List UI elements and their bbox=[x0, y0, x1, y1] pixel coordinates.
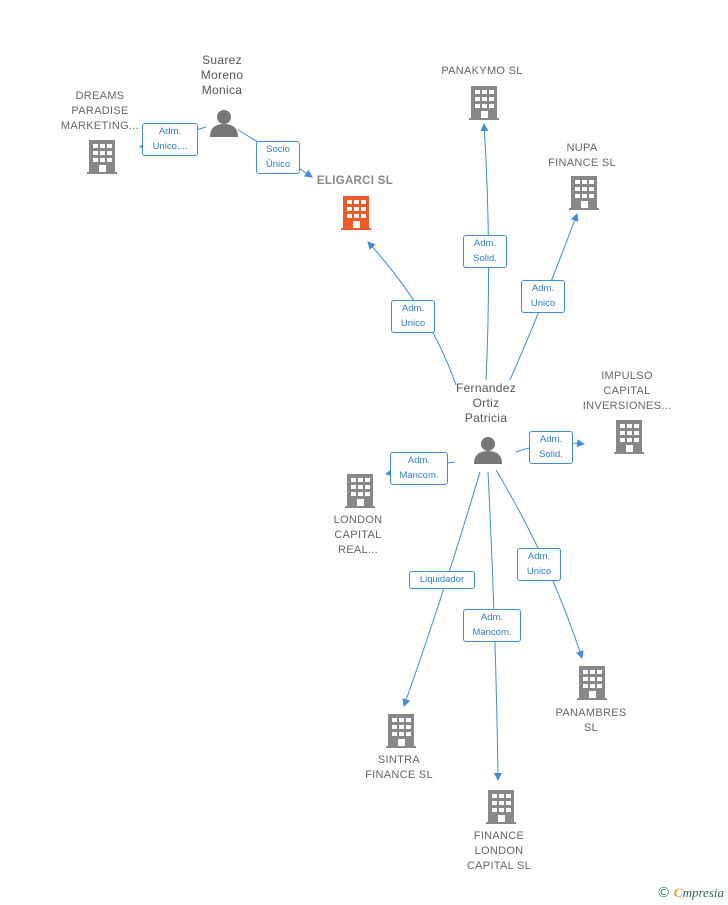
node-label-nupa[interactable]: NUPA FINANCE SL bbox=[548, 142, 616, 169]
edge-fernandez-sintra bbox=[402, 471, 481, 707]
edge-label-fernandez-panakymo: Adm. Solid. bbox=[463, 235, 507, 268]
building-icon-nupa[interactable] bbox=[569, 176, 599, 210]
edge-label-fernandez-sintra: Liquidador bbox=[409, 571, 475, 589]
node-label-eligarci[interactable]: ELIGARCI SL bbox=[316, 175, 394, 187]
brand-logo-text: mpresia bbox=[682, 885, 724, 900]
node-label-suarez[interactable]: Suarez Moreno Monica bbox=[200, 53, 244, 97]
person-icon-fernandez[interactable] bbox=[474, 437, 502, 464]
edge-label-fernandez-panambres: Adm. Unico bbox=[517, 548, 561, 581]
building-icon-eligarci[interactable] bbox=[341, 196, 371, 230]
edge-label-fernandez-impulso: Adm. Solid. bbox=[529, 431, 573, 464]
building-icon-london-real[interactable] bbox=[345, 474, 375, 508]
edge-label-fernandez-nupa: Adm. Unico bbox=[521, 280, 565, 313]
edge-label-suarez-dreams: Adm. Unico,... bbox=[142, 123, 198, 156]
copyright-icon: © bbox=[656, 885, 671, 901]
node-label-fernandez[interactable]: Fernandez Ortiz Patricia bbox=[455, 381, 517, 425]
building-icon-panakymo[interactable] bbox=[469, 86, 499, 120]
edge-label-suarez-eligarci: Socio Único bbox=[256, 141, 300, 174]
edge-label-fernandez-london-real: Adm. Mancom. bbox=[390, 452, 448, 485]
brand-logo-letter: C bbox=[673, 885, 683, 900]
node-label-sintra[interactable]: SINTRA FINANCE SL bbox=[365, 754, 433, 781]
node-label-panambres[interactable]: PANAMBRES SL bbox=[555, 707, 627, 734]
building-icon-finance-london[interactable] bbox=[486, 790, 516, 824]
node-label-finance-london[interactable]: FINANCE LONDON CAPITAL SL bbox=[466, 830, 532, 872]
building-icon-sintra[interactable] bbox=[386, 714, 416, 748]
edge-label-fernandez-eligarci: Adm. Unico bbox=[391, 300, 435, 333]
node-label-impulso[interactable]: IMPULSO CAPITAL INVERSIONES... bbox=[582, 370, 672, 412]
building-icon-impulso[interactable] bbox=[614, 420, 644, 454]
node-label-london-real[interactable]: LONDON CAPITAL REAL... bbox=[333, 514, 383, 556]
brand-footer: © Cmpresia bbox=[657, 885, 724, 901]
building-icon-dreams[interactable] bbox=[87, 140, 117, 174]
node-label-dreams[interactable]: DREAMS PARADISE MARKETING... bbox=[60, 90, 140, 132]
edge-label-fernandez-finance-london: Adm. Mancom. bbox=[463, 609, 521, 642]
building-icon-panambres[interactable] bbox=[577, 666, 607, 700]
node-label-panakymo[interactable]: PANAKYMO SL bbox=[441, 65, 523, 77]
person-icon-suarez[interactable] bbox=[210, 110, 238, 137]
